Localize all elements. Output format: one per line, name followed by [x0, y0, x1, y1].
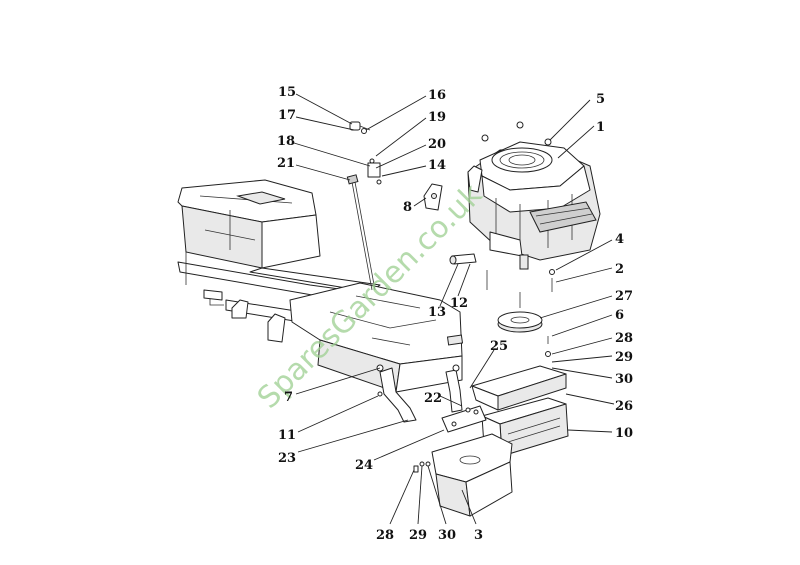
callout-11: 11 [278, 428, 296, 443]
callout-30-bottom: 30 [438, 528, 456, 543]
dipstick-tube [346, 174, 376, 291]
callout-23: 23 [278, 451, 296, 466]
callout-22: 22 [424, 391, 442, 406]
mounting-bolts [486, 269, 555, 357]
callout-6: 6 [615, 308, 624, 323]
exhaust-pipes [376, 364, 463, 423]
callout-20: 20 [428, 137, 446, 152]
callout-19: 19 [428, 110, 446, 125]
callout-10: 10 [615, 426, 633, 441]
callout-21: 21 [277, 156, 295, 171]
callout-24: 24 [355, 458, 373, 473]
callout-14: 14 [428, 158, 446, 173]
callout-30-right: 30 [615, 372, 633, 387]
small-fasteners [377, 391, 471, 473]
engine [467, 121, 601, 270]
callout-16: 16 [428, 88, 446, 103]
callout-29-right: 29 [615, 350, 633, 365]
callout-15: 15 [278, 85, 296, 100]
callout-2: 2 [615, 262, 624, 277]
callout-17: 17 [278, 108, 296, 123]
leader-lines [293, 93, 615, 525]
throttle-bracket-parts [349, 121, 443, 211]
exhaust-bracket [441, 405, 487, 433]
callout-3: 3 [474, 528, 483, 543]
callout-7: 7 [284, 390, 293, 405]
callout-18: 18 [277, 134, 295, 149]
callout-27: 27 [615, 289, 633, 304]
callout-26: 26 [615, 399, 633, 414]
callout-13: 13 [428, 305, 446, 320]
exhaust-cover [431, 433, 513, 517]
callout-29-bottom: 29 [409, 528, 427, 543]
callout-1: 1 [596, 120, 605, 135]
chassis-frame [177, 179, 464, 393]
engine-tube-13 [449, 253, 477, 265]
callout-5: 5 [596, 92, 605, 107]
callout-4: 4 [615, 232, 624, 247]
callout-8: 8 [403, 200, 412, 215]
heat-shield [471, 365, 567, 411]
callout-25: 25 [490, 339, 508, 354]
callout-28-right: 28 [615, 331, 633, 346]
callout-28-bottom: 28 [376, 528, 394, 543]
callout-labels: 15 16 17 19 18 20 21 14 5 1 8 4 2 27 6 1… [277, 85, 633, 543]
crank-pulley [497, 311, 543, 333]
callout-12: 12 [450, 296, 468, 311]
